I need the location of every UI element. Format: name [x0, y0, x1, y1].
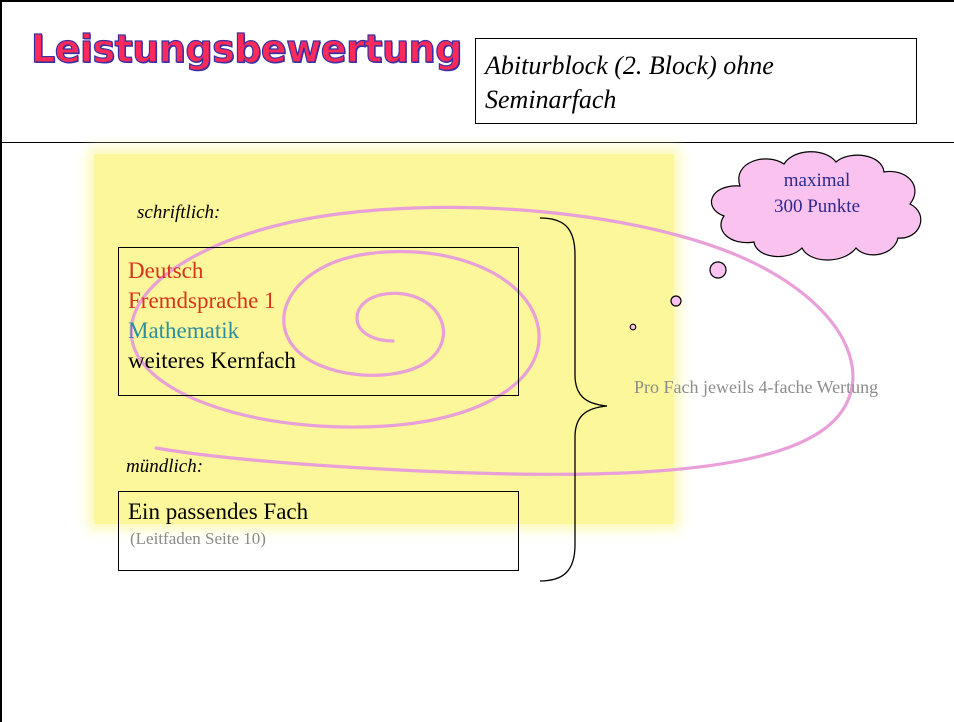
- brace-line: [539, 217, 608, 582]
- oral-subject: Ein passendes Fach: [128, 499, 309, 524]
- cloud-shape: [711, 151, 922, 261]
- cloud-line-points: 300 Punkte: [773, 196, 861, 217]
- subtitle-box: Abiturblock (2. Block) ohne Seminarfach: [475, 38, 917, 124]
- subject-weiteres-kernfach: weiteres Kernfach: [128, 348, 296, 373]
- written-subjects-box: Deutsch Fremdsprache 1 Mathematik weiter…: [118, 247, 519, 396]
- thought-dots: [629, 295, 682, 331]
- oral-subject-box: Ein passendes Fach (Leitfaden Seite 10): [118, 491, 519, 571]
- cloud-line-maximal: maximal: [783, 170, 851, 191]
- header-divider: [0, 142, 954, 143]
- oral-reference: (Leitfaden Seite 10): [130, 529, 266, 548]
- thought-cloud: [709, 151, 922, 279]
- slide-left-border: [0, 0, 2, 722]
- right-curly-brace: [539, 217, 608, 582]
- subject-fremdsprache: Fremdsprache 1: [128, 288, 276, 313]
- weighting-note: Pro Fach jeweils 4-fache Wertung: [634, 377, 879, 397]
- cloud-text: maximal 300 Punkte: [732, 168, 902, 220]
- written-label: schriftlich:: [137, 202, 221, 223]
- subtitle-text: Abiturblock (2. Block) ohne Seminarfach: [485, 51, 774, 114]
- thought-dot-large: [709, 261, 727, 279]
- slide-title: Leistungsbewertung: [30, 27, 462, 71]
- subject-mathematik: Mathematik: [128, 318, 240, 343]
- thought-dot-small: [629, 323, 637, 331]
- thought-dot-medium: [670, 295, 682, 307]
- slide-top-border: [0, 0, 954, 2]
- subject-deutsch: Deutsch: [128, 258, 204, 283]
- oral-label: mündlich:: [126, 456, 204, 477]
